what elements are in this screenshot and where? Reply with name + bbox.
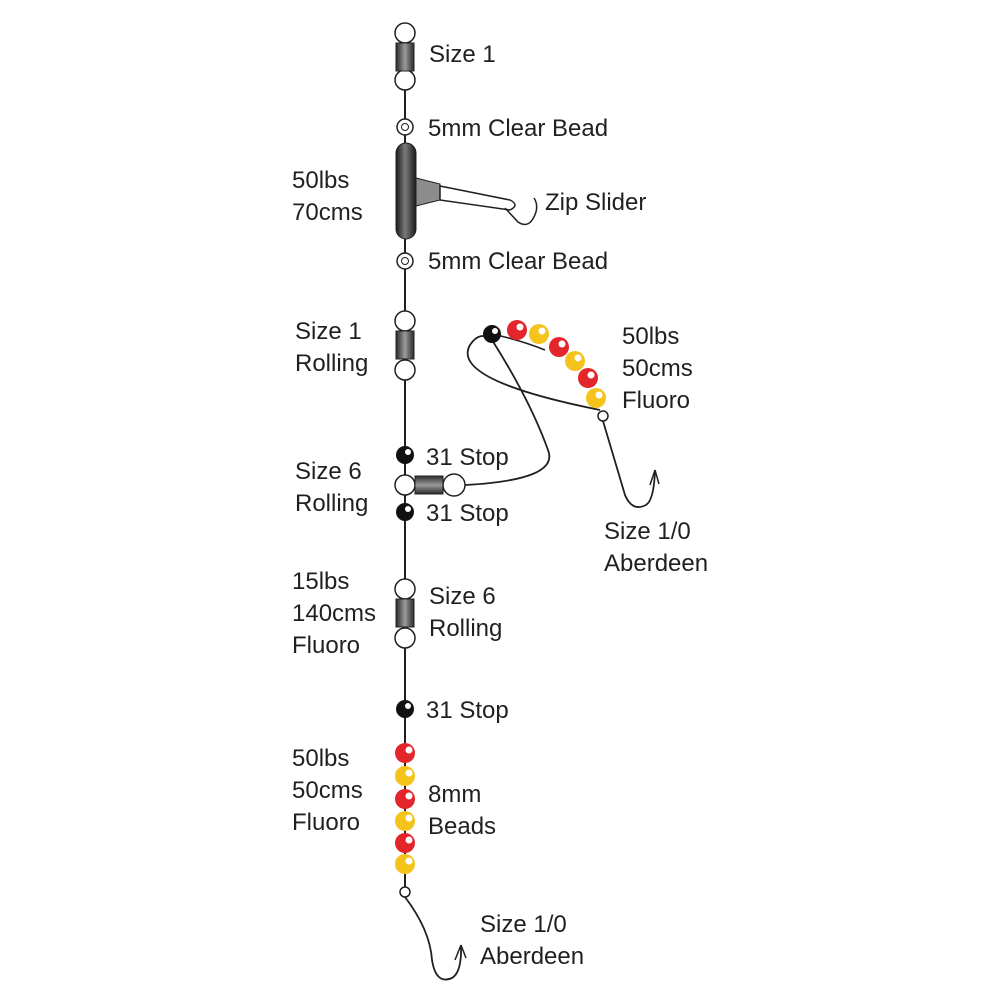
label-body-line-weight: 15lbs [292,568,349,595]
lure-bead-icon [395,789,415,809]
label-size6-rolling-lower-type: Rolling [429,615,502,642]
upper-bead-string [483,320,606,408]
label-body-line-length: 140cms [292,600,376,627]
label-stop-upper: 31 Stop [426,444,509,471]
lure-bead-icon [529,324,549,344]
stop-bead-icon [396,700,414,718]
swivel-icon [394,22,416,91]
stop-bead-icon [396,503,414,521]
label-size6-rolling-upper-size: Size 6 [295,458,362,485]
label-size1-rolling-size: Size 1 [295,318,362,345]
lure-bead-icon [395,833,415,853]
label-main-line-weight: 50lbs [292,167,349,194]
hook-icon [597,410,660,508]
lure-bead-icon [395,743,415,763]
lure-bead-icon [578,368,598,388]
label-main-line-length: 70cms [292,199,363,226]
label-hook-upper-size: Size 1/0 [604,518,691,545]
label-hook-lower-type: Aberdeen [480,943,584,970]
label-beads-type: Beads [428,813,496,840]
hook-icon [399,886,467,981]
lure-bead-icon [565,351,585,371]
lower-bead-string [395,743,415,874]
stop-bead-icon [396,446,414,464]
lure-bead-icon [507,320,527,340]
lure-bead-icon [395,854,415,874]
lure-bead-icon [395,766,415,786]
label-size6-rolling-upper-type: Rolling [295,490,368,517]
label-snood-lower-length: 50cms [292,777,363,804]
label-snood-lower-material: Fluoro [292,809,360,836]
label-zip-slider: Zip Slider [545,189,646,216]
swivel-icon [394,578,416,649]
zip-slider-icon [395,142,538,240]
label-stop-middle: 31 Stop [426,500,509,527]
label-stop-lower: 31 Stop [426,697,509,724]
label-clear-bead-upper: 5mm Clear Bead [428,115,608,142]
swivel-icon [394,473,466,497]
label-size6-rolling-lower-size: Size 6 [429,583,496,610]
label-body-line-material: Fluoro [292,632,360,659]
lure-bead-icon [549,337,569,357]
stop-bead-icon [483,325,501,343]
label-snood-lower-weight: 50lbs [292,745,349,772]
label-hook-upper-type: Aberdeen [604,550,708,577]
lure-bead-icon [586,388,606,408]
label-clear-bead-lower: 5mm Clear Bead [428,248,608,275]
label-snood-upper-material: Fluoro [622,387,690,414]
label-size1-rolling-type: Rolling [295,350,368,377]
label-top-swivel: Size 1 [429,41,496,68]
label-snood-upper-length: 50cms [622,355,693,382]
clear-bead-icon [396,252,414,270]
swivel-icon [394,310,416,381]
label-beads-size: 8mm [428,781,481,808]
clear-bead-icon [396,118,414,136]
label-hook-lower-size: Size 1/0 [480,911,567,938]
lure-bead-icon [395,811,415,831]
label-snood-upper-weight: 50lbs [622,323,679,350]
